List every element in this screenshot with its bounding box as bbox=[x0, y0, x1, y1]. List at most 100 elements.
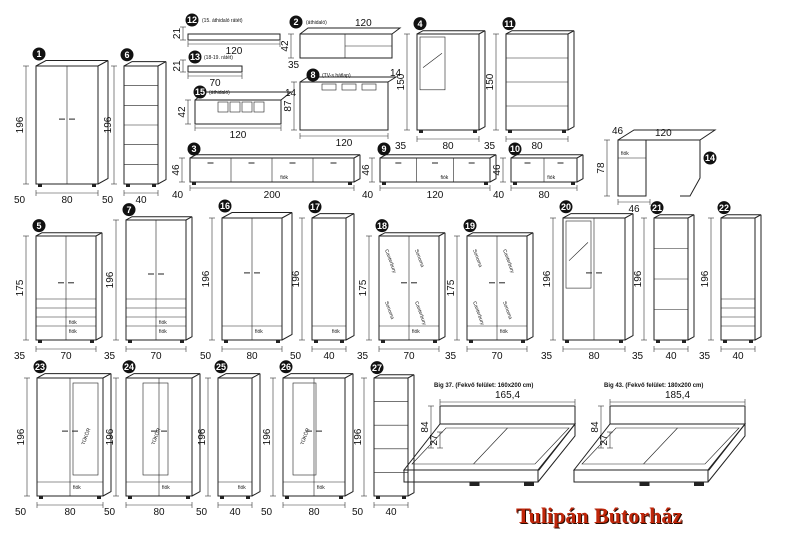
height-label: 42 bbox=[177, 106, 188, 118]
drawer-label: fiók bbox=[280, 175, 288, 181]
item-number: 6 bbox=[124, 50, 129, 60]
cabinet-top bbox=[221, 212, 293, 219]
finish-label: Canterbury bbox=[413, 301, 427, 327]
cabinet-top bbox=[378, 232, 446, 237]
cabinet-front bbox=[720, 217, 756, 341]
depth-label: 14 bbox=[285, 88, 297, 99]
height-label: 150 bbox=[396, 73, 407, 90]
cabinet-foot bbox=[128, 496, 132, 499]
cabinet-foot bbox=[192, 182, 196, 185]
depth-label: 50 bbox=[15, 507, 27, 518]
cabinet-foot bbox=[682, 340, 686, 343]
item-number: 4 bbox=[417, 19, 422, 29]
depth-label: 50 bbox=[104, 507, 116, 518]
cabinet-foot bbox=[402, 496, 406, 499]
bed-slat-divider bbox=[643, 427, 678, 465]
drawer-label: fiók bbox=[547, 175, 555, 181]
cabinet-foot bbox=[92, 184, 96, 187]
width-label: 120 bbox=[226, 46, 243, 57]
height-label: 175 bbox=[358, 279, 369, 296]
cabinet-top bbox=[35, 232, 103, 237]
cabinet-foot bbox=[521, 340, 525, 343]
cabinet-side bbox=[567, 30, 575, 131]
cabinet-top bbox=[416, 30, 486, 35]
height-label: 27 bbox=[429, 434, 440, 446]
bridge-shelf bbox=[194, 99, 282, 125]
depth-label: 35 bbox=[357, 351, 369, 362]
cabinet-side bbox=[185, 216, 193, 341]
cabinet-foot bbox=[562, 130, 566, 133]
height-label: 196 bbox=[105, 428, 116, 445]
cabinet-top bbox=[653, 214, 695, 219]
cabinet-top bbox=[189, 154, 361, 159]
cabinet-side bbox=[102, 373, 112, 497]
cabinet-foot bbox=[314, 340, 318, 343]
item-number-badge bbox=[32, 47, 46, 61]
height-label: 150 bbox=[485, 73, 496, 90]
cabinet-foot bbox=[433, 340, 437, 343]
drawer-label: fiók bbox=[162, 485, 170, 491]
item-number-badge bbox=[650, 201, 664, 215]
item-number: 27 bbox=[372, 363, 382, 373]
cabinet-side bbox=[251, 373, 261, 497]
height-label: 46 bbox=[361, 164, 372, 176]
width-label: 46 bbox=[628, 204, 640, 215]
cabinet-foot bbox=[38, 184, 42, 187]
cabinet-foot bbox=[276, 340, 280, 343]
cabinet-foot bbox=[508, 130, 512, 133]
tv-cubby bbox=[361, 83, 377, 91]
cabinet-foot bbox=[340, 340, 344, 343]
depth-label: 35 bbox=[632, 351, 644, 362]
height-label: 175 bbox=[15, 279, 26, 296]
bridge-cubby bbox=[253, 101, 265, 113]
cabinet-side bbox=[576, 154, 584, 183]
cabinet-side bbox=[157, 61, 167, 185]
depth-label: 35 bbox=[445, 351, 457, 362]
bed-foot bbox=[469, 482, 480, 486]
item-number-badge bbox=[508, 142, 522, 156]
item-number: 26 bbox=[281, 362, 291, 372]
width-label: 120 bbox=[427, 190, 444, 201]
cabinet-side bbox=[489, 154, 497, 183]
width-label: 40 bbox=[135, 195, 147, 206]
item-caption: (áthidaló) bbox=[209, 90, 230, 96]
drawer-label: fiók bbox=[69, 320, 77, 326]
cabinet-foot bbox=[186, 496, 190, 499]
bed-mattress-area bbox=[411, 427, 570, 465]
finish-label: Sonoma bbox=[383, 301, 395, 321]
mirror-label: TÜKÖR bbox=[80, 427, 93, 446]
item-number-badge bbox=[375, 219, 389, 233]
shelf-board bbox=[187, 65, 243, 73]
drawer-label: fiók bbox=[69, 329, 77, 335]
tv-cubby bbox=[341, 83, 357, 91]
width-label: 40 bbox=[665, 351, 677, 362]
cabinet-top bbox=[125, 216, 193, 221]
shelf-board bbox=[187, 33, 281, 41]
item-number: 8 bbox=[310, 70, 315, 80]
cabinet-top bbox=[311, 213, 355, 219]
bed-slat-divider bbox=[473, 427, 508, 465]
item-number-badge bbox=[185, 13, 199, 27]
width-label: 40 bbox=[229, 507, 241, 518]
item-number-badge bbox=[218, 199, 232, 213]
cabinet-foot bbox=[348, 182, 352, 185]
height-label: 196 bbox=[700, 270, 711, 287]
drawer-label: fiók bbox=[159, 329, 167, 335]
cabinet-top bbox=[123, 61, 167, 67]
cabinet-foot bbox=[126, 184, 130, 187]
item-caption: (18-19. rátét) bbox=[204, 55, 233, 61]
height-label: 196 bbox=[633, 270, 644, 287]
drawer-label: fiók bbox=[500, 329, 508, 335]
cabinet-foot bbox=[473, 130, 477, 133]
cabinet-foot bbox=[339, 496, 343, 499]
